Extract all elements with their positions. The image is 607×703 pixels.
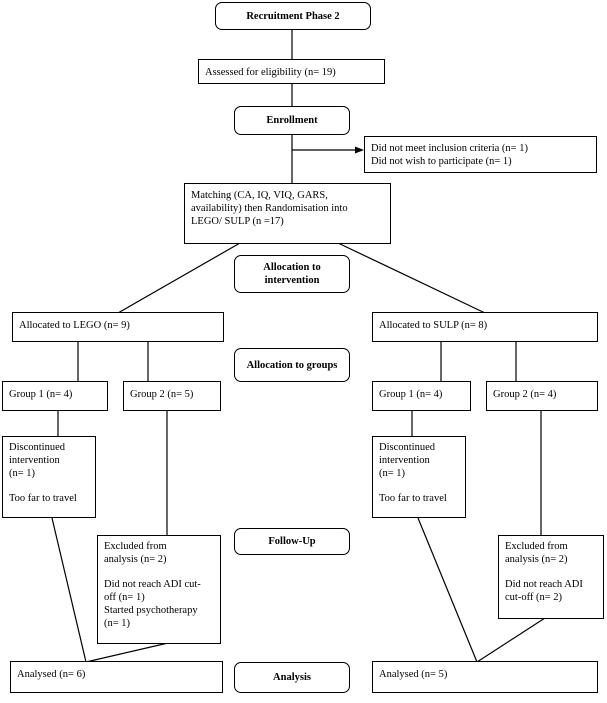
connector-matching-lego — [117, 242, 241, 314]
matching-line1: Matching (CA, IQ, VIQ, GARS, — [191, 190, 328, 201]
assessed-text: Assessed for eligibility (n= 19) — [205, 67, 336, 78]
lego-excluded-line5: Started psychotherapy — [104, 605, 198, 616]
lego-excluded-line3: Did not reach ADI cut- — [104, 579, 201, 590]
spacer — [505, 566, 597, 578]
phase-allocation-groups: Allocation to groups — [234, 348, 350, 382]
sulp-excluded-line3: Did not reach ADI — [505, 579, 583, 590]
spacer — [379, 480, 459, 492]
lego-excluded-line4: off (n= 1) — [104, 592, 145, 603]
sulp-discontinued-line1: Discontinued — [379, 442, 435, 453]
phase-analysis: Analysis — [234, 662, 350, 693]
lego-allocated-text: Allocated to LEGO (n= 9) — [19, 320, 130, 331]
lego-analysed-text: Analysed (n= 6) — [17, 669, 86, 680]
lego-analysed-box: Analysed (n= 6) — [10, 661, 223, 693]
lego-discontinued-box: Discontinued intervention (n= 1) Too far… — [2, 436, 96, 518]
lego-excluded-line1: Excluded from — [104, 541, 167, 552]
connector-matching-sulp — [337, 242, 486, 314]
connector-sulp-excluded-analysed — [476, 617, 546, 663]
lego-discontinued-line1: Discontinued — [9, 442, 65, 453]
phase-allocation-intervention: Allocation to intervention — [234, 255, 350, 293]
sulp-group2-text: Group 2 (n= 4) — [493, 389, 557, 400]
phase-allocation-groups-label: Allocation to groups — [246, 359, 338, 371]
phase-recruitment-label: Recruitment Phase 2 — [246, 10, 340, 22]
lego-group1-box: Group 1 (n= 4) — [2, 381, 108, 411]
phase-enrollment-label: Enrollment — [266, 115, 318, 126]
sulp-discontinued-box: Discontinued intervention (n= 1) Too far… — [372, 436, 466, 518]
connector-sulp-discontinued-analysed — [417, 517, 478, 663]
sulp-excluded-line4: cut-off (n= 2) — [505, 592, 563, 603]
spacer — [9, 480, 89, 492]
lego-discontinued-line2: intervention — [9, 455, 60, 466]
sulp-group1-box: Group 1 (n= 4) — [372, 381, 471, 411]
phase-follow-up: Follow-Up — [234, 528, 350, 555]
connector-lego-discontinued-analysed — [51, 517, 87, 663]
phase-follow-up-label: Follow-Up — [268, 536, 316, 547]
phase-recruitment: Recruitment Phase 2 — [215, 2, 371, 30]
excluded-line2: Did not wish to participate (n= 1) — [371, 156, 512, 167]
sulp-group2-box: Group 2 (n= 4) — [486, 381, 598, 411]
sulp-group1-text: Group 1 (n= 4) — [379, 389, 443, 400]
sulp-discontinued-line4: Too far to travel — [379, 493, 447, 504]
connector-lego-excluded-analysed — [85, 642, 169, 663]
arrowhead-excluded — [355, 146, 364, 154]
assessed-box: Assessed for eligibility (n= 19) — [198, 59, 385, 84]
sulp-excluded-analysis-box: Excluded from analysis (n= 2) Did not re… — [498, 535, 604, 619]
lego-allocated-box: Allocated to LEGO (n= 9) — [12, 312, 224, 342]
excluded-line1: Did not meet inclusion criteria (n= 1) — [371, 143, 528, 154]
lego-discontinued-line3: (n= 1) — [9, 468, 36, 479]
matching-box: Matching (CA, IQ, VIQ, GARS, availabilit… — [184, 183, 391, 244]
lego-group2-text: Group 2 (n= 5) — [130, 389, 194, 400]
matching-line3: LEGO/ SULP (n =17) — [191, 216, 284, 227]
sulp-excluded-line2: analysis (n= 2) — [505, 554, 568, 565]
sulp-analysed-text: Analysed (n= 5) — [379, 669, 448, 680]
phase-analysis-label: Analysis — [273, 672, 311, 683]
phase-enrollment: Enrollment — [234, 106, 350, 135]
spacer — [104, 566, 214, 578]
sulp-analysed-box: Analysed (n= 5) — [372, 661, 598, 693]
sulp-excluded-line1: Excluded from — [505, 541, 568, 552]
excluded-box: Did not meet inclusion criteria (n= 1) D… — [364, 136, 597, 173]
phase-allocation-intervention-line2: intervention — [264, 275, 320, 286]
sulp-allocated-text: Allocated to SULP (n= 8) — [379, 320, 488, 331]
lego-group1-text: Group 1 (n= 4) — [9, 389, 73, 400]
sulp-discontinued-line2: intervention — [379, 455, 430, 466]
lego-group2-box: Group 2 (n= 5) — [123, 381, 221, 411]
sulp-discontinued-line3: (n= 1) — [379, 468, 406, 479]
phase-allocation-intervention-line1: Allocation to — [263, 262, 321, 273]
sulp-allocated-box: Allocated to SULP (n= 8) — [372, 312, 598, 342]
matching-line2: availability) then Randomisation into — [191, 203, 348, 214]
lego-excluded-line2: analysis (n= 2) — [104, 554, 167, 565]
lego-excluded-line6: (n= 1) — [104, 618, 131, 629]
lego-discontinued-line4: Too far to travel — [9, 493, 77, 504]
lego-excluded-analysis-box: Excluded from analysis (n= 2) Did not re… — [97, 535, 221, 644]
